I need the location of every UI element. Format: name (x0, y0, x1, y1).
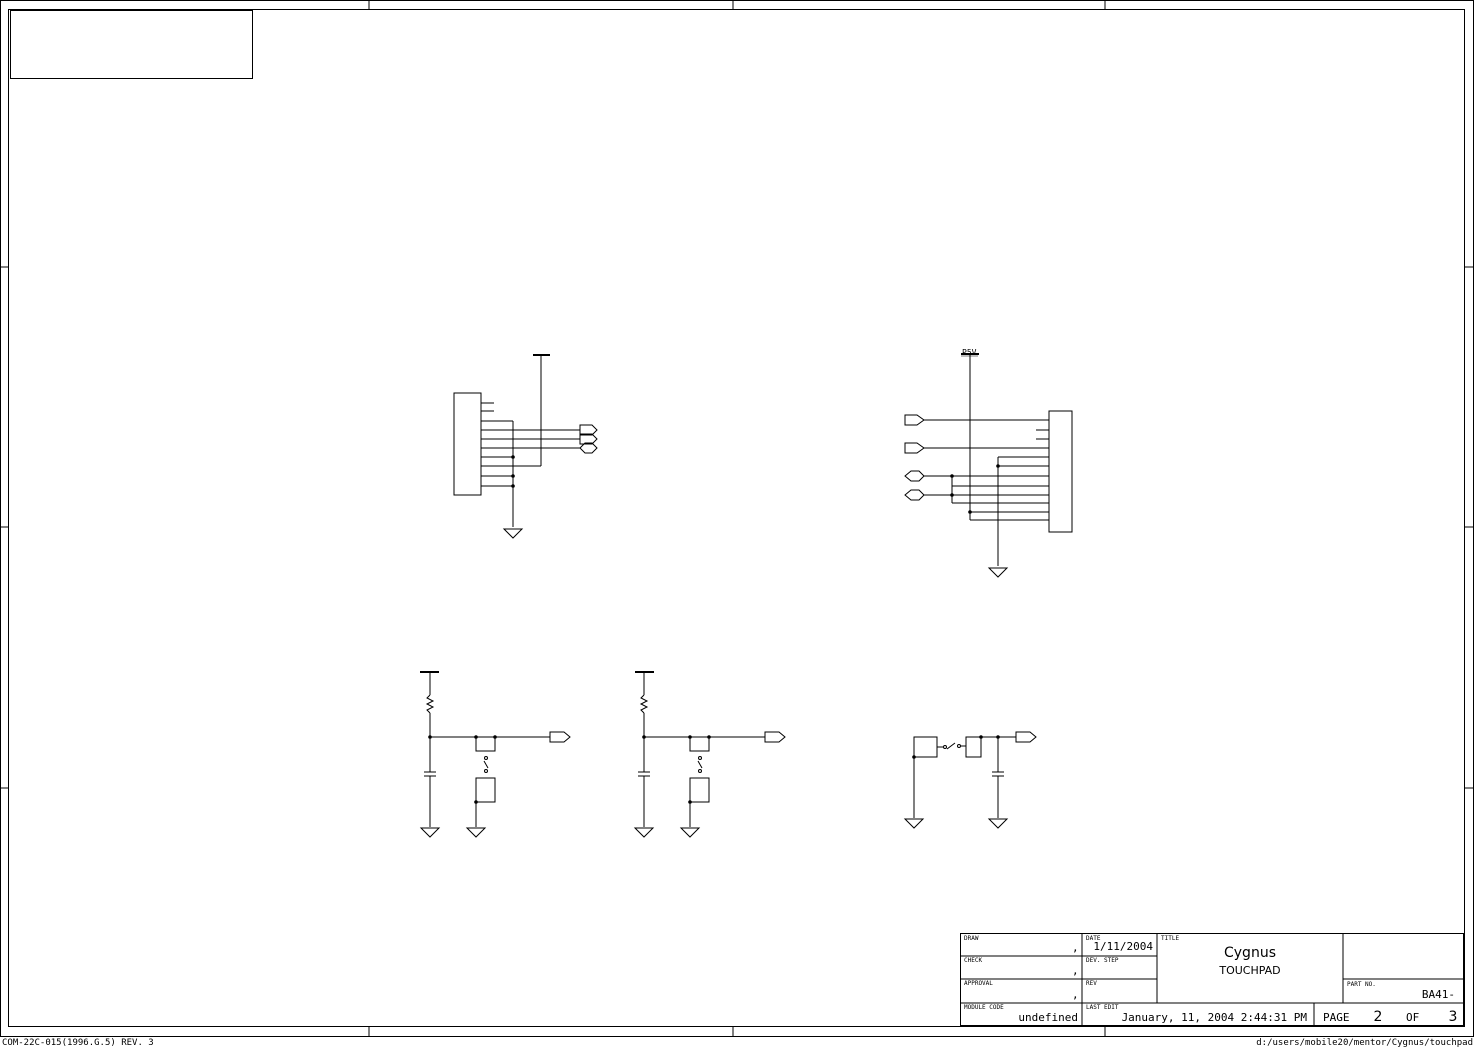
connector-right-body (1048, 410, 1073, 533)
port-output (1015, 731, 1037, 743)
part-no-value: BA41- (1422, 988, 1455, 1001)
switch-contact (965, 736, 982, 758)
dev-step-label: DEV. STEP (1086, 957, 1119, 964)
connector-left-body (453, 392, 482, 496)
ground-symbol (465, 827, 487, 838)
net-label-p5v: P5V (962, 348, 977, 357)
draw-label: DRAW (964, 935, 979, 942)
rev-label: REV (1086, 980, 1097, 987)
approval-value: , (1072, 988, 1079, 1001)
port-bidir (579, 433, 598, 445)
draw-value: , (1072, 941, 1079, 954)
module-code-label: MODULE CODE (964, 1004, 1004, 1011)
last-edit-value: January, 11, 2004 2:44:31 PM (1122, 1011, 1308, 1024)
port-bidir (904, 489, 925, 501)
port-output (764, 731, 786, 743)
check-label: CHECK (964, 957, 982, 964)
switch-contact (689, 736, 710, 752)
page-total: 3 (1449, 1009, 1458, 1025)
port-output (549, 731, 571, 743)
connector-right (904, 353, 1073, 578)
ground-symbol (987, 567, 1009, 578)
port-input (904, 442, 925, 454)
ground-symbol (633, 827, 655, 838)
port-bidir (579, 424, 598, 436)
port-bidir (904, 470, 925, 482)
last-edit-label: LAST EDIT (1086, 1004, 1119, 1011)
file-path: d:/users/mobile20/mentor/Cygnus/touchpad (1256, 1038, 1473, 1047)
resistor (425, 694, 435, 714)
of-label: OF (1406, 1011, 1419, 1024)
page-label: PAGE (1323, 1011, 1350, 1024)
form-code: COM-22C-015(1996.G.5) REV. 3 (2, 1038, 154, 1047)
port-input (904, 414, 925, 426)
inner-border (8, 9, 1465, 1027)
title-main: Cygnus (1224, 945, 1276, 961)
approval-label: APPROVAL (964, 980, 993, 987)
module-code-value: undefined (1018, 1011, 1078, 1024)
title-label: TITLE (1161, 935, 1179, 942)
switch-contact (913, 736, 938, 758)
ground-symbol (903, 818, 925, 829)
resistor (639, 694, 649, 714)
switch-contact (475, 736, 496, 752)
check-value: , (1072, 964, 1079, 977)
switch-contact (689, 777, 710, 803)
port-bidir (579, 442, 598, 454)
title-block (960, 933, 1464, 1026)
date-label: DATE (1086, 935, 1101, 942)
page-number: 2 (1374, 1009, 1383, 1025)
button-circuit-right (903, 731, 1037, 829)
switch-contact (475, 777, 496, 803)
connector-left (453, 354, 598, 539)
date-value: 1/11/2004 (1093, 940, 1153, 953)
ground-symbol (502, 528, 524, 539)
revision-box (10, 10, 253, 79)
title-sub: TOUCHPAD (1218, 964, 1280, 977)
ground-symbol (679, 827, 701, 838)
button-circuit-left (419, 671, 571, 838)
ground-symbol (419, 827, 441, 838)
button-circuit-middle (633, 671, 786, 838)
ground-symbol (987, 818, 1009, 829)
part-no-label: PART NO. (1347, 981, 1376, 988)
